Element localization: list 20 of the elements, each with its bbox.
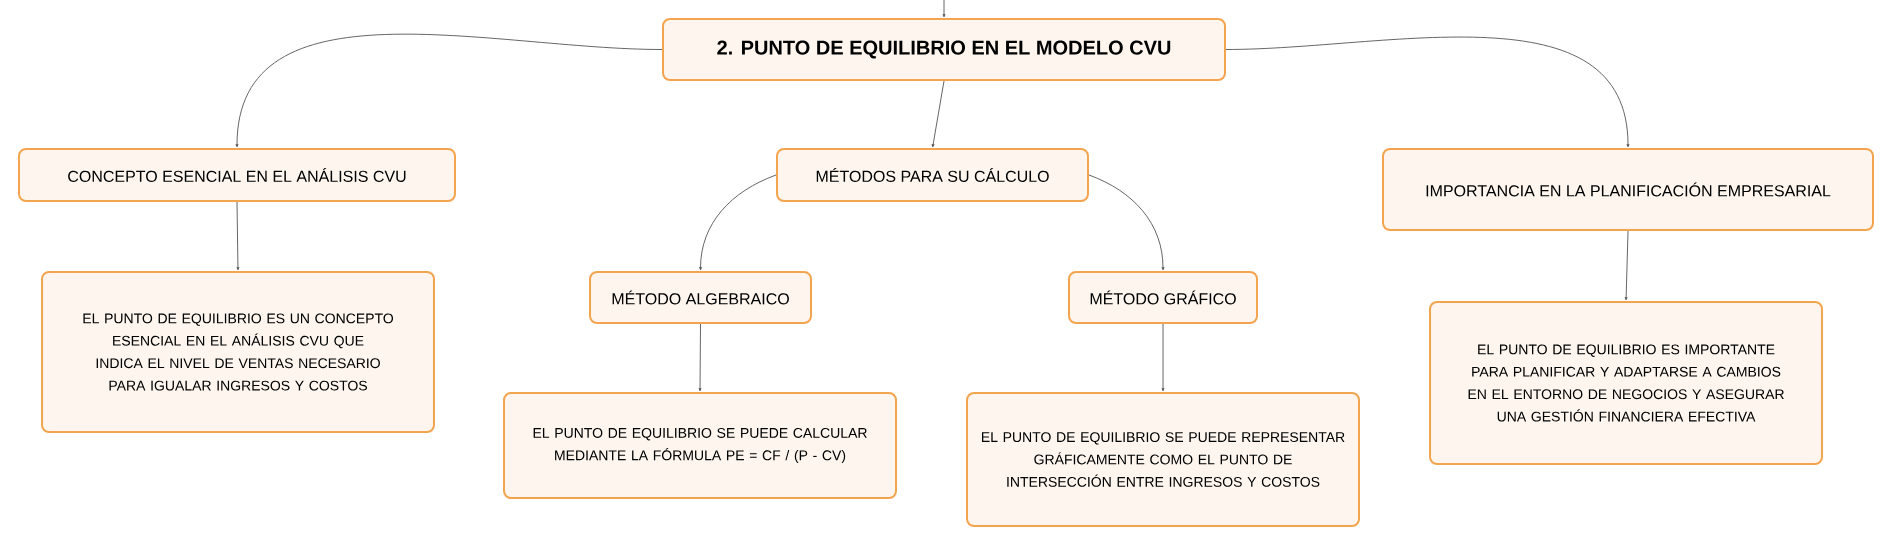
arrow: [931, 80, 945, 148]
arrow: [1088, 174, 1165, 271]
arrow: [699, 174, 777, 271]
description-box: EL PUNTO DE EQUILIBRIO SE PUEDE REPRESENTAR GRÁFICAMENTE COMO EL PUNTO DE INTERSECCIÓN ENTRE INGRESOS Y COSTOS: [966, 392, 1360, 527]
description-box: EL PUNTO DE EQUILIBRIO ES UN CONCEPTO ESENCIAL EN EL ANÁLISIS CVU QUE INDICA EL NIVEL DE VENTAS NECESARIO PARA IGUALAR INGRESOS Y COSTOS: [41, 271, 435, 433]
concept-box: MÉTODO GRÁFICO: [1068, 271, 1258, 324]
title-box: 2. PUNTO DE EQUILIBRIO EN EL MODELO CVU: [662, 18, 1226, 81]
arrow: [698, 323, 702, 392]
arrow: [942, 0, 946, 18]
concept-box: MÉTODOS PARA SU CÁLCULO: [776, 148, 1089, 202]
description-box: EL PUNTO DE EQUILIBRIO ES IMPORTANTE PARA PLANIFICAR Y ADAPTARSE A CAMBIOS EN EL ENTORNO DE NEGOCIOS Y ASEGURAR UNA GESTIÓN FINANCIERA EFECTIVA: [1429, 301, 1823, 465]
concept-box: MÉTODO ALGEBRAICO: [589, 271, 812, 324]
description-box: EL PUNTO DE EQUILIBRIO SE PUEDE CALCULAR MEDIANTE LA FÓRMULA PE = CF / (P - CV): [503, 392, 897, 499]
arrow: [1225, 36, 1630, 148]
arrow: [235, 34, 663, 148]
arrow: [1161, 323, 1165, 392]
concept-box: IMPORTANCIA EN LA PLANIFICACIÓN EMPRESARIAL: [1382, 148, 1874, 231]
concept-box: CONCEPTO ESENCIAL EN EL ANÁLISIS CVU: [18, 148, 456, 202]
arrow: [1624, 230, 1629, 301]
arrow: [236, 201, 240, 271]
